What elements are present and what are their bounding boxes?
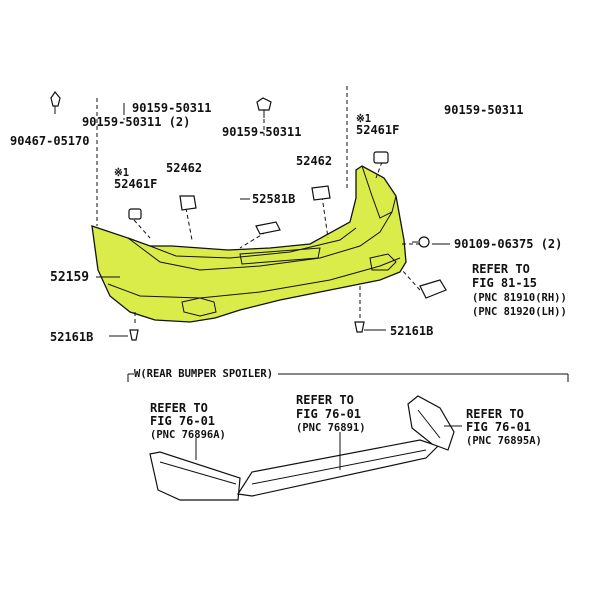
label-spoiler-heading: W(REAR BUMPER SPOILER) [134,368,273,380]
bolt-90109-icon[interactable] [412,236,430,248]
label-ref-b-2: FIG 76-01 [296,407,361,421]
label-ref-a-2: FIG 76-01 [150,414,215,428]
screw-90159-icon[interactable] [256,97,272,118]
retainer-52461f-left-icon[interactable] [128,208,142,220]
label-clip-top-left: 90467-05170 [10,134,89,148]
label-ref-lamp-2: FIG 81-15 [472,276,537,290]
label-ref-lamp-3: (PNC 81910(RH)) [472,292,567,304]
spoiler-right-piece[interactable] [407,395,455,451]
label-screw-top-a: 90159-50311 [132,101,211,115]
clip-52161b-left-icon[interactable] [129,329,139,341]
label-clip-bottom-left: 52161B [50,330,93,344]
pad-52462-right-icon[interactable] [311,185,331,201]
label-pad-left: 52462 [166,161,202,175]
reflector-lamp-icon[interactable] [419,279,447,299]
label-retainer-left: 52461F [114,177,157,191]
label-note-mark-2: ※1 [356,113,371,125]
label-ref-a-3: (PNC 76896A) [150,429,226,441]
label-clip-bottom-right: 52161B [390,324,433,338]
label-pad-right: 52462 [296,154,332,168]
retainer-52461f-right-icon[interactable] [373,151,389,164]
label-ref-c-2: FIG 76-01 [466,420,531,434]
label-ref-b-3: (PNC 76891) [296,422,366,434]
bracket-52581b-icon[interactable] [255,221,281,235]
label-ref-c-1: REFER TO [466,407,524,421]
label-ref-a-1: REFER TO [150,401,208,415]
bumper-side-fold [361,165,397,219]
bumper-reflector-left [181,297,217,317]
bumper-reflector-right [369,253,397,271]
bumper-upper-crease [127,211,393,271]
label-screw-top-b: 90159-50311 (2) [82,115,190,129]
rear-bumper-cover[interactable] [91,165,407,323]
label-bolt-right: 90109-06375 (2) [454,237,562,251]
label-note-mark-1: ※1 [114,167,129,179]
clip-90467-icon[interactable] [50,90,61,114]
spoiler-center-piece[interactable] [236,439,440,497]
bumper-top-edge [149,227,357,259]
bumper-recess [239,247,321,265]
label-ref-lamp-4: (PNC 81920(LH)) [472,306,567,318]
label-ref-c-3: (PNC 76895A) [466,435,542,447]
label-screw-top-c: 90159-50311 [222,125,301,139]
label-retainer-right: 52461F [356,123,399,137]
bumper-lower-crease [107,257,401,299]
clip-52161b-right-icon[interactable] [354,321,365,333]
label-ref-lamp-1: REFER TO [472,262,530,276]
label-bumper-cover: 52159 [50,270,89,285]
label-screw-top-right: 90159-50311 [444,103,523,117]
spoiler-left-piece[interactable] [149,451,241,501]
label-bracket-center: 52581B [252,192,295,206]
label-ref-b-1: REFER TO [296,393,354,407]
pad-52462-left-icon[interactable] [179,195,197,211]
